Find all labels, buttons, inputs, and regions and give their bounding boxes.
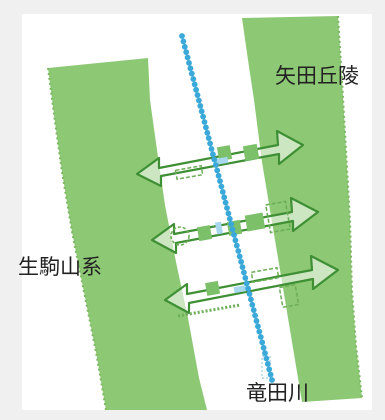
building-block (205, 280, 221, 296)
green-corridor-1 (135, 129, 305, 188)
river-dotted-line (179, 33, 275, 383)
river-dot (266, 366, 273, 373)
river-dot (204, 129, 211, 136)
river-dot (186, 60, 192, 66)
building-outline (174, 164, 204, 181)
river-dot (242, 275, 249, 281)
river-dot (248, 296, 254, 303)
river-dot (194, 92, 201, 98)
label-tatsuta-river: 竜田川 (246, 381, 309, 405)
river-dot (250, 307, 257, 313)
river-dot (224, 205, 230, 211)
label-yata-hills: 矢田丘陵 (275, 64, 359, 88)
water-detail (233, 284, 249, 294)
river-dot (191, 81, 198, 88)
river-dot (210, 151, 216, 158)
river-dot (221, 194, 228, 201)
river-dot (222, 199, 229, 206)
river-dot (226, 215, 233, 222)
river-dot (217, 178, 223, 185)
river-dot (214, 167, 221, 174)
river-dot (179, 33, 185, 39)
river-dot (219, 189, 226, 195)
river-dot (231, 232, 237, 238)
river-dot (249, 301, 256, 308)
river-dot (253, 318, 260, 324)
river-dot (269, 377, 275, 383)
river-dot (207, 140, 214, 147)
water-detail (215, 221, 223, 235)
river-dot (262, 350, 268, 356)
river-dot (252, 312, 258, 319)
river-dot (198, 108, 205, 115)
river-dot (239, 264, 246, 270)
river-dot (196, 97, 202, 104)
river-dot (212, 162, 219, 168)
river-dot (187, 65, 194, 72)
river-dot (267, 371, 274, 378)
river-dot (193, 86, 200, 93)
river-dot (218, 183, 225, 190)
river-dot (188, 70, 195, 77)
green-corridor-3 (163, 254, 340, 318)
river-dot (228, 221, 235, 228)
river-dot (241, 269, 247, 276)
building-outline (250, 266, 280, 284)
river-dot (203, 124, 209, 131)
river-dot (264, 361, 271, 367)
river-dot (181, 43, 188, 50)
river-dot (233, 242, 240, 249)
river-dot (211, 156, 218, 163)
river-dot (256, 328, 263, 335)
river-dot (259, 339, 266, 346)
river-dot (225, 210, 232, 217)
river-dot (180, 38, 187, 45)
river-dot (260, 344, 267, 351)
river-dot (245, 285, 252, 292)
river-dot (236, 253, 243, 260)
building-block (244, 212, 266, 232)
river-dot (197, 103, 204, 109)
river-dot (232, 237, 239, 244)
river-dot (183, 49, 190, 55)
river-dot (238, 258, 245, 265)
river-dot (205, 135, 212, 142)
river-dot (246, 291, 253, 297)
river-dot (263, 355, 270, 362)
river-dot (255, 323, 261, 330)
double-arrow-icon (163, 254, 340, 315)
river-dot (200, 113, 207, 120)
river-dot (235, 248, 242, 254)
green-belt-left-edge (47, 67, 107, 411)
river-dot (257, 334, 264, 340)
river-dot (190, 76, 197, 82)
green-belt-left (48, 58, 207, 410)
river-dot (243, 280, 250, 287)
river-dot (229, 226, 236, 233)
river-dot (208, 146, 215, 152)
tree-outline (170, 226, 190, 246)
building-outline (278, 283, 300, 309)
building-outline (264, 200, 292, 234)
green-corridor-2 (150, 196, 320, 255)
label-ikoma-mountains: 生駒山系 (18, 255, 102, 279)
river-dot (184, 54, 191, 61)
building-block (216, 145, 233, 162)
building-block (196, 225, 213, 242)
river-dot (201, 119, 208, 125)
river-dot (215, 172, 222, 179)
green-walkway (177, 303, 241, 318)
building-block (242, 143, 260, 162)
